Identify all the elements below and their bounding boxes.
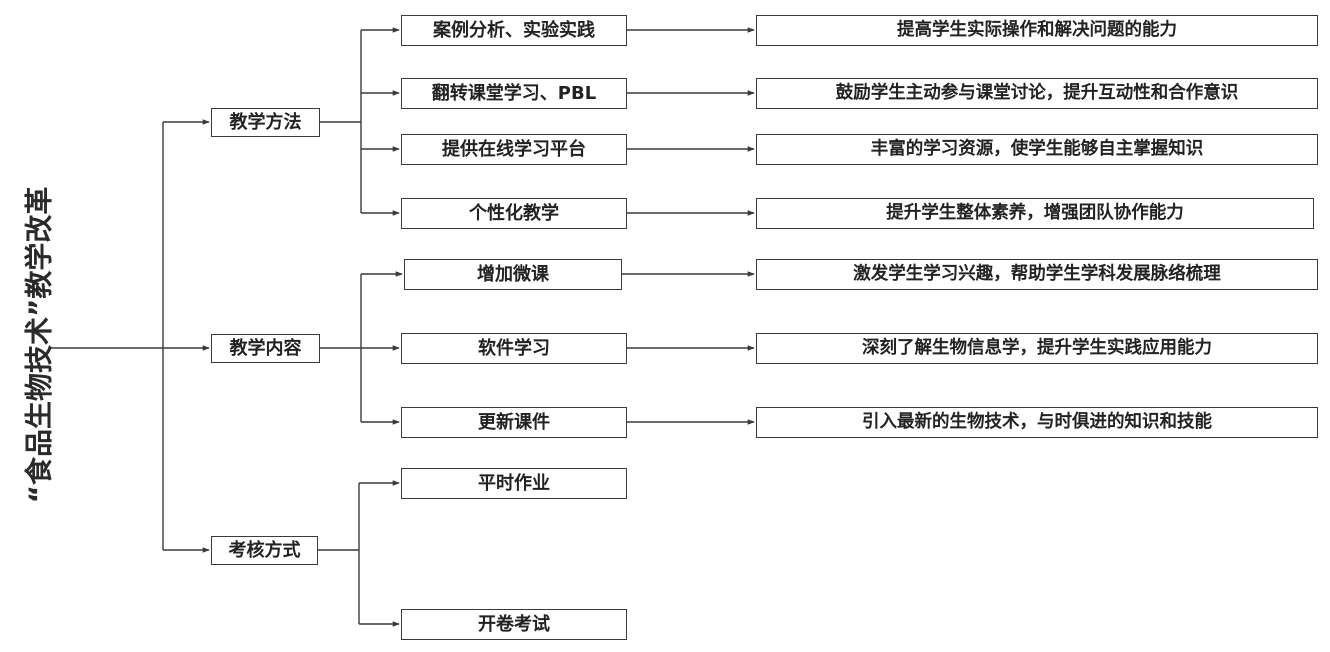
assessment-label: 平时作业 <box>478 472 550 494</box>
category-label: 考核方式 <box>228 539 301 561</box>
result-label: 鼓励学生主动参与课堂讨论，提升互动性和合作意识 <box>835 82 1239 103</box>
category-assessment: 考核方式 <box>211 536 318 565</box>
content-update-courseware: 更新课件 <box>401 407 627 438</box>
result-overall-quality: 提升学生整体素养，增强团队协作能力 <box>756 198 1314 229</box>
result-learning-interest: 激发学生学习兴趣，帮助学生学科发展脉络梳理 <box>756 259 1318 290</box>
content-label: 更新课件 <box>478 411 550 433</box>
assessment-open-book-exam: 开卷考试 <box>401 609 627 640</box>
assessment-homework: 平时作业 <box>401 468 627 499</box>
result-label: 提升学生整体素养，增强团队协作能力 <box>886 202 1184 223</box>
category-teaching-content: 教学内容 <box>211 334 320 363</box>
category-label: 教学方法 <box>229 111 302 133</box>
content-label: 增加微课 <box>477 263 549 285</box>
category-teaching-method: 教学方法 <box>211 108 320 137</box>
result-rich-resources: 丰富的学习资源，使学生能够自主掌握知识 <box>756 134 1318 165</box>
method-label: 翻转课堂学习、PBL <box>431 82 597 104</box>
method-label: 案例分析、实验实践 <box>433 19 595 41</box>
method-personalized: 个性化教学 <box>401 198 627 229</box>
result-active-participation: 鼓励学生主动参与课堂讨论，提升互动性和合作意识 <box>756 78 1318 109</box>
method-case-analysis: 案例分析、实验实践 <box>401 15 627 46</box>
result-label: 丰富的学习资源，使学生能够自主掌握知识 <box>870 138 1204 159</box>
result-practical-ability: 提高学生实际操作和解决问题的能力 <box>756 15 1318 46</box>
result-latest-technology: 引入最新的生物技术，与时俱进的知识和技能 <box>756 407 1318 438</box>
root-title-text: “食品生物技术”教学改革 <box>22 186 55 504</box>
method-label: 个性化教学 <box>469 202 559 224</box>
result-label: 提高学生实际操作和解决问题的能力 <box>897 19 1177 40</box>
content-label: 软件学习 <box>478 337 550 359</box>
method-flipped-classroom: 翻转课堂学习、PBL <box>401 78 627 109</box>
method-online-platform: 提供在线学习平台 <box>401 134 627 165</box>
content-micro-lecture: 增加微课 <box>404 259 622 290</box>
result-label: 深刻了解生物信息学，提升学生实践应用能力 <box>862 337 1212 358</box>
method-label: 提供在线学习平台 <box>442 138 586 160</box>
result-bioinformatics: 深刻了解生物信息学，提升学生实践应用能力 <box>756 333 1318 364</box>
content-software: 软件学习 <box>401 333 627 364</box>
assessment-label: 开卷考试 <box>478 613 550 635</box>
category-label: 教学内容 <box>229 337 302 359</box>
root-title: “食品生物技术”教学改革 <box>2 170 72 520</box>
result-label: 引入最新的生物技术，与时俱进的知识和技能 <box>862 411 1212 432</box>
result-label: 激发学生学习兴趣，帮助学生学科发展脉络梳理 <box>853 263 1221 284</box>
